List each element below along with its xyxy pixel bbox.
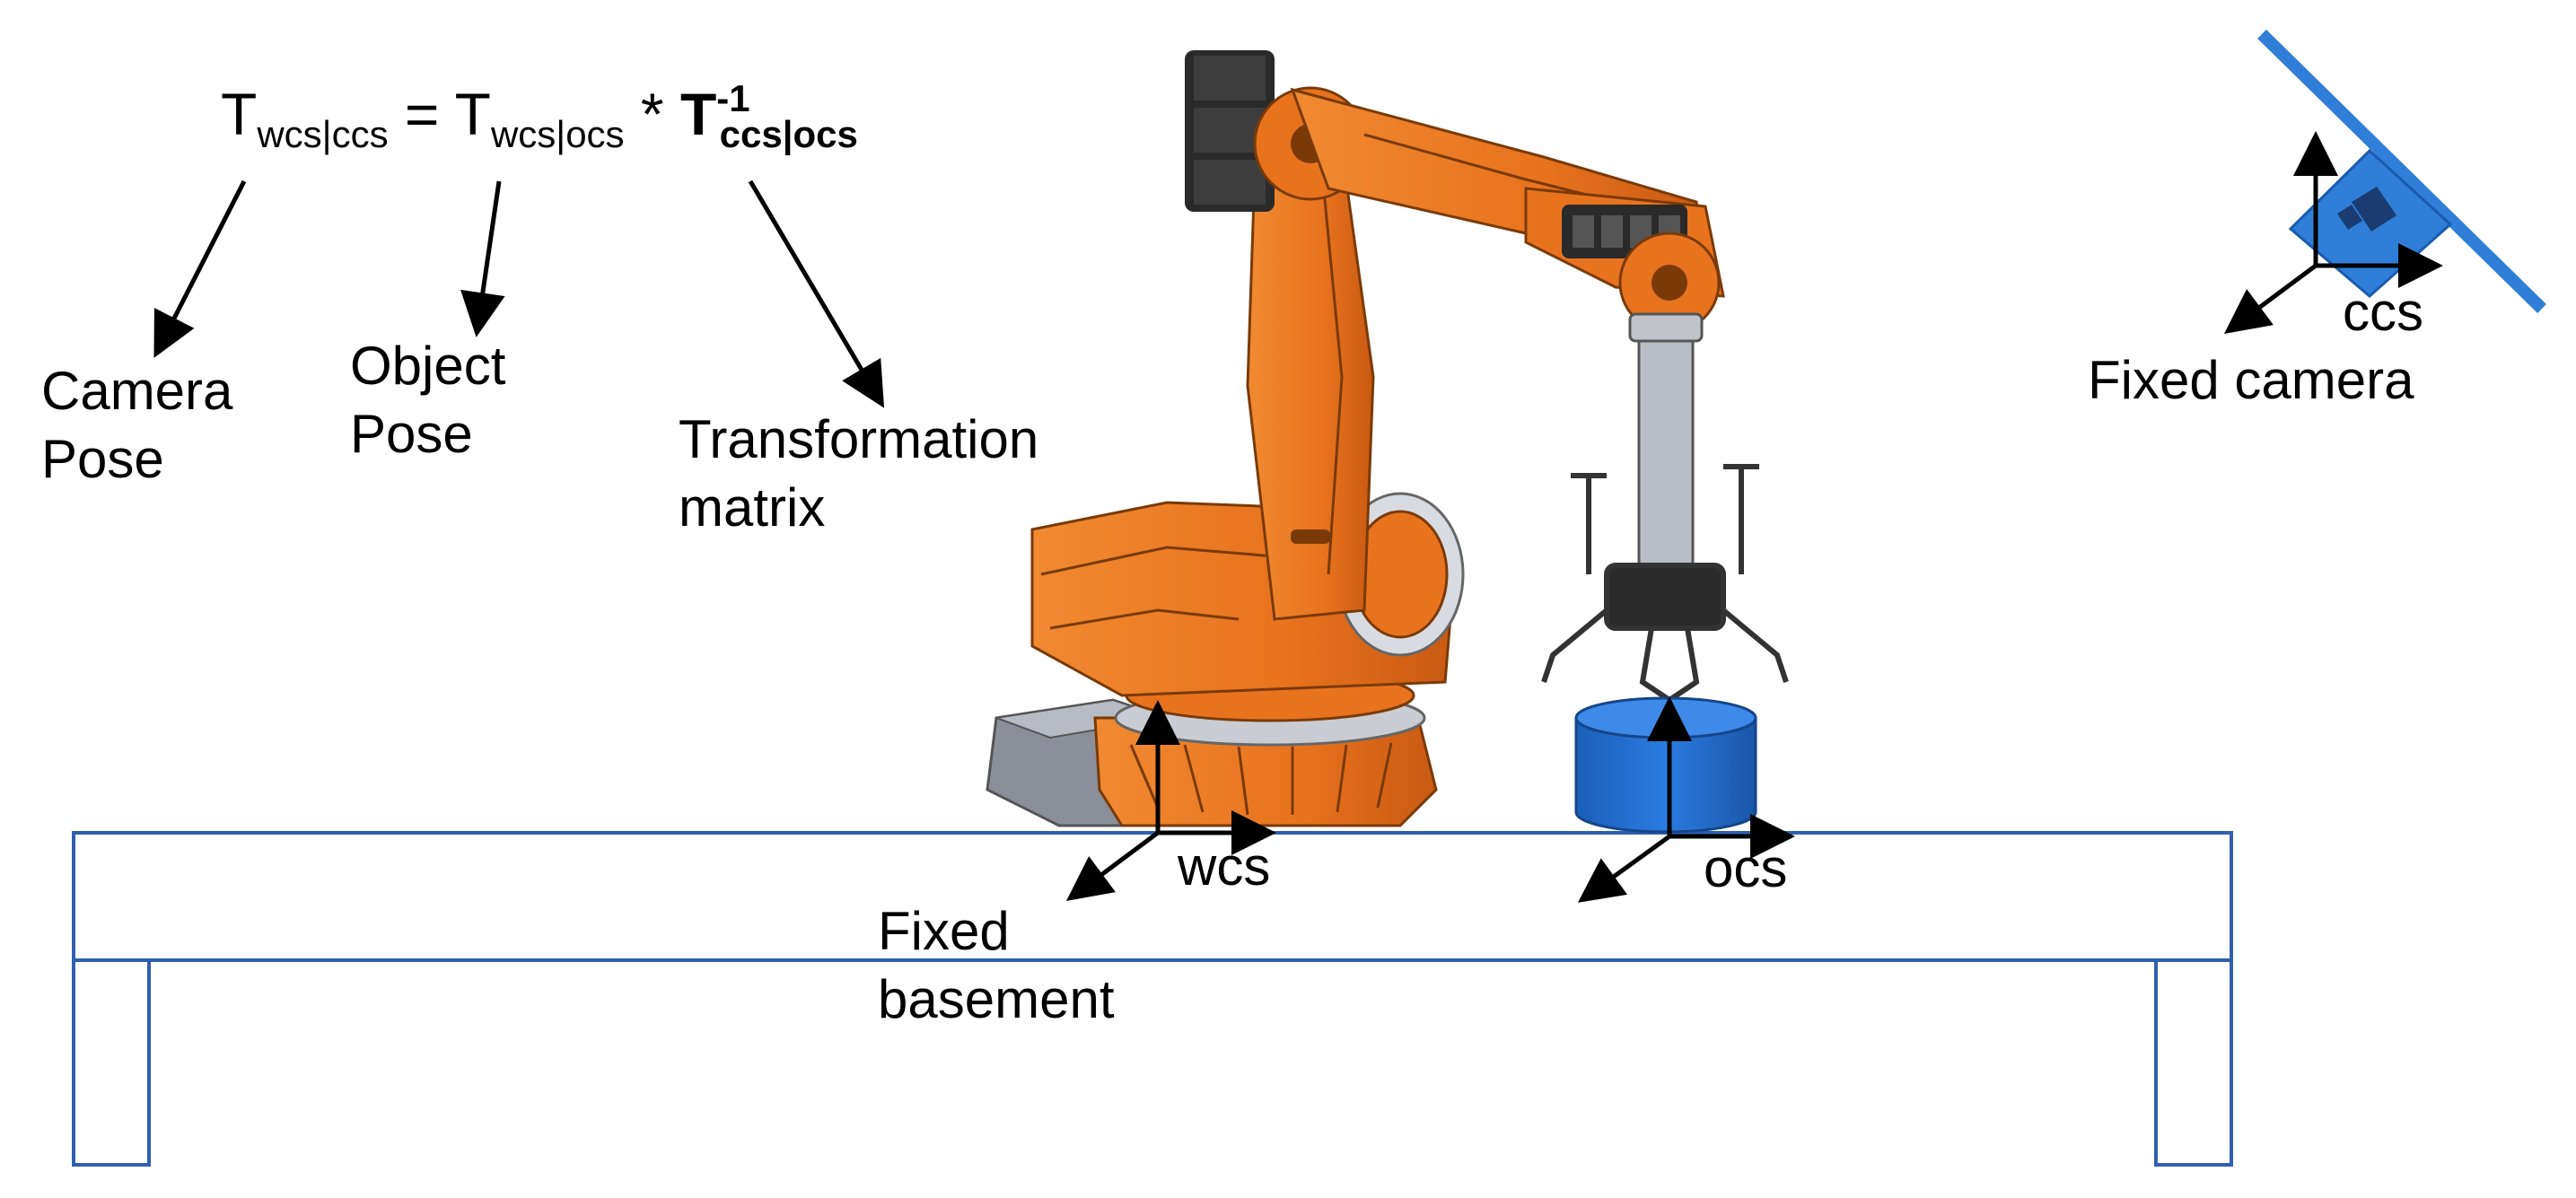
camera-pose-line-2: Pose <box>41 429 164 489</box>
equation-rhs2-sub: ccs|ocs <box>719 113 858 155</box>
arrow-to-transformation-matrix <box>748 179 885 408</box>
equation-lhs-symbol: T <box>221 81 258 147</box>
table-top <box>72 831 2233 962</box>
robot-tool-flange <box>1628 312 1704 343</box>
ocs-frame <box>1577 696 1795 903</box>
object-pose-line-2: Pose <box>350 404 473 464</box>
transformation-matrix-label: Transformation matrix <box>679 406 1038 542</box>
robot-gripper <box>1541 464 1789 703</box>
equation-times: * <box>640 81 664 147</box>
table-leg-right <box>2154 958 2233 1167</box>
camera-mount-bar <box>2257 30 2546 313</box>
object-pose-line-1: Object <box>350 336 506 396</box>
camera-pose-label: Camera Pose <box>41 357 232 494</box>
equation-equals: = <box>404 81 440 147</box>
fixed-basement-line-1: Fixed <box>878 901 1010 961</box>
table <box>72 831 2233 1167</box>
object-cylinder <box>1574 696 1757 834</box>
arrow-to-object-pose <box>460 180 505 337</box>
robot-arm <box>986 50 1789 827</box>
transformation-matrix-line-1: Transformation <box>679 409 1039 469</box>
equation-rhs2-sup: -1 <box>716 77 750 119</box>
arrow-to-camera-pose <box>153 179 247 358</box>
ccs-frame <box>2223 131 2443 334</box>
fixed-camera-label: Fixed camera <box>2088 350 2414 410</box>
ccs-label: ccs <box>2343 282 2423 342</box>
fixed-basement-label: Fixed basement <box>878 897 1115 1034</box>
pose-equation: Twcs|ccs = Twcs|ocs * T-1ccs|ocs <box>221 77 858 156</box>
wcs-frame <box>1065 700 1276 901</box>
robot-tool-shaft <box>1637 339 1695 585</box>
transformation-matrix-line-2: matrix <box>679 477 826 538</box>
camera-pose-line-1: Camera <box>41 361 233 421</box>
fixed-basement-line-2: basement <box>878 969 1115 1029</box>
equation-rhs1-symbol: T <box>454 81 491 147</box>
equation-pointer-arrows <box>153 179 885 408</box>
ocs-label: ocs <box>1704 838 1788 898</box>
object-pose-label: Object Pose <box>350 332 505 468</box>
table-leg-left <box>72 958 151 1167</box>
equation-lhs-sub: wcs|ccs <box>257 113 389 155</box>
equation-rhs1-sub: wcs|ocs <box>490 113 625 155</box>
equation-rhs2-symbol: T <box>679 81 717 147</box>
wcs-label: wcs <box>1178 836 1271 896</box>
